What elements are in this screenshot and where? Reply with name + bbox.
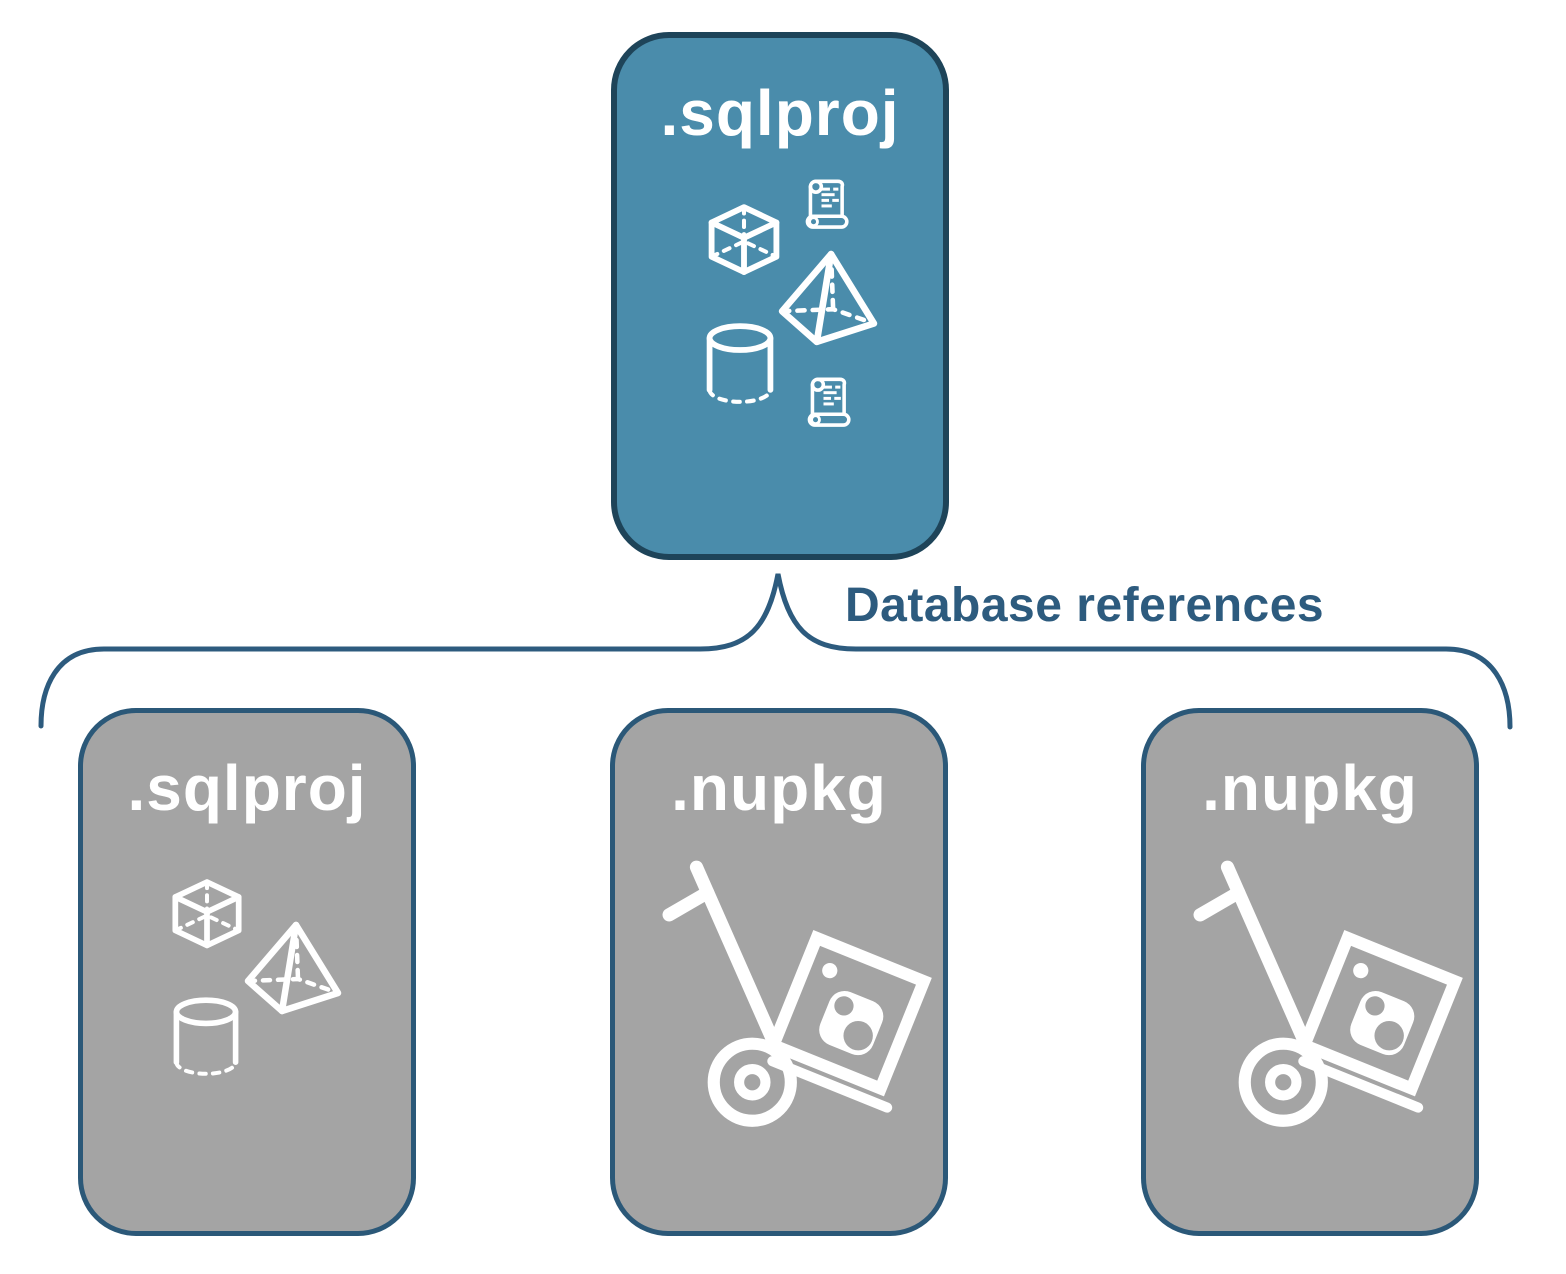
pyramid-icon	[244, 921, 342, 1015]
edge-label: Database references	[845, 579, 1325, 632]
scroll-icon	[805, 179, 849, 229]
node-title: .nupkg	[671, 752, 887, 824]
nuget-package-handtruck-icon	[1193, 860, 1463, 1127]
node-nupkg-reference: .nupkg	[1141, 708, 1479, 1236]
cube-icon	[172, 879, 242, 949]
nuget-package-handtruck-icon	[662, 860, 932, 1127]
node-title: .sqlproj	[660, 77, 900, 149]
cylinder-icon	[706, 323, 774, 404]
node-sqlproj-root: .sqlproj	[611, 32, 949, 560]
pyramid-icon	[778, 250, 878, 346]
node-sqlproj-reference: .sqlproj	[78, 708, 416, 1236]
node-title: .nupkg	[1202, 752, 1418, 824]
scroll-icon	[807, 377, 851, 427]
node-nupkg-reference: .nupkg	[610, 708, 948, 1236]
cube-icon	[708, 204, 780, 275]
cylinder-icon	[173, 997, 239, 1076]
node-title: .sqlproj	[127, 752, 367, 824]
